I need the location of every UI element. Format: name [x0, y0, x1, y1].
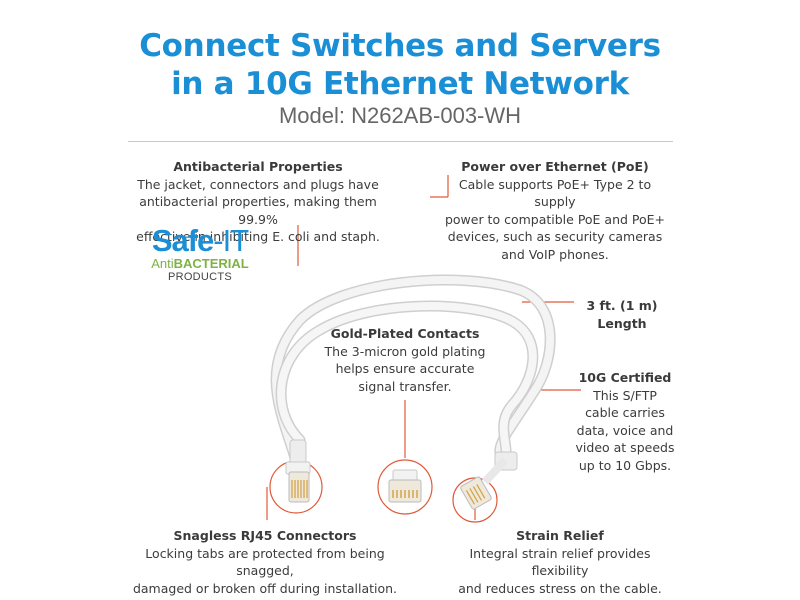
strain-line: and reduces stress on the cable.	[458, 580, 662, 596]
page-title-line-2: in a 10G Ethernet Network	[171, 66, 629, 102]
certified-block: 10G Certified This S/FTP cable carries d…	[575, 369, 675, 474]
logo-antibacterial: AntiBACTERIAL	[145, 256, 255, 271]
certified-line: data, voice and	[576, 422, 674, 438]
certified-line: cable carries	[585, 405, 665, 420]
antibacterial-block: Antibacterial Properties The jacket, con…	[128, 158, 388, 246]
gold-line: signal transfer.	[358, 378, 452, 394]
cable-loop-outer	[272, 276, 555, 472]
cable-loop-inner	[277, 302, 537, 464]
antibacterial-heading: Antibacterial Properties	[173, 159, 343, 174]
strain-heading: Strain Relief	[516, 528, 604, 543]
antibacterial-line: antibacterial properties, making them 99…	[139, 194, 377, 227]
rj45-connector-right	[460, 451, 518, 510]
certified-heading: 10G Certified	[578, 370, 672, 385]
certified-line: This S/FTP	[593, 387, 657, 403]
rj45-connector-left	[285, 439, 311, 503]
logo-products: PRODUCTS	[167, 271, 233, 283]
logo-anti-text: Anti	[151, 256, 174, 271]
length-block: 3 ft. (1 m) Length	[574, 297, 670, 332]
snagless-line: damaged or broken off during installatio…	[132, 580, 398, 596]
length-heading-2: Length	[597, 315, 647, 331]
safe-it-logo: Safe-IT AntiBACTERIAL PRODUCTS	[145, 223, 255, 284]
poe-line: power to compatible PoE and PoE+	[444, 211, 666, 227]
antibacterial-line: The jacket, connectors and plugs have	[137, 176, 379, 192]
snagless-block: Snagless RJ45 Connectors Locking tabs ar…	[120, 527, 410, 597]
snagless-line: Locking tabs are protected from being sn…	[145, 545, 385, 579]
certified-line: video at speeds	[575, 440, 675, 455]
gold-line: The 3-micron gold plating	[324, 343, 486, 359]
snagless-heading: Snagless RJ45 Connectors	[173, 528, 357, 543]
logo-it-text: -IT	[213, 223, 249, 258]
gold-line: helps ensure accurate	[335, 361, 475, 376]
gold-heading: Gold-Plated Contacts	[330, 326, 480, 341]
poe-line: and VoIP phones.	[501, 246, 609, 262]
poe-line: Cable supports PoE+ Type 2 to supply	[458, 176, 652, 210]
logo-bacterial-text: BACTERIAL	[173, 256, 249, 271]
model-number: Model: N262AB-003-WH	[278, 103, 522, 128]
logo-safe-text: Safe	[151, 223, 214, 258]
divider	[128, 141, 673, 142]
strain-relief-block: Strain Relief Integral strain relief pro…	[440, 527, 680, 597]
gold-contacts-block: Gold-Plated Contacts The 3-micron gold p…	[315, 325, 495, 395]
length-heading-1: 3 ft. (1 m)	[586, 298, 658, 313]
poe-heading: Power over Ethernet (PoE)	[461, 159, 649, 174]
poe-block: Power over Ethernet (PoE) Cable supports…	[440, 158, 670, 263]
page-title-line-1: Connect Switches and Servers	[139, 28, 661, 64]
strain-line: Integral strain relief provides flexibil…	[469, 545, 651, 579]
poe-line: devices, such as security cameras	[447, 229, 663, 244]
certified-line: up to 10 Gbps.	[578, 457, 672, 473]
callout-circle-gold	[377, 459, 433, 515]
antibacterial-line: effective in inhibiting E. coli and stap…	[136, 229, 380, 244]
rj45-connector-center	[388, 469, 422, 503]
safe-it-wordmark: Safe-IT	[145, 223, 255, 258]
